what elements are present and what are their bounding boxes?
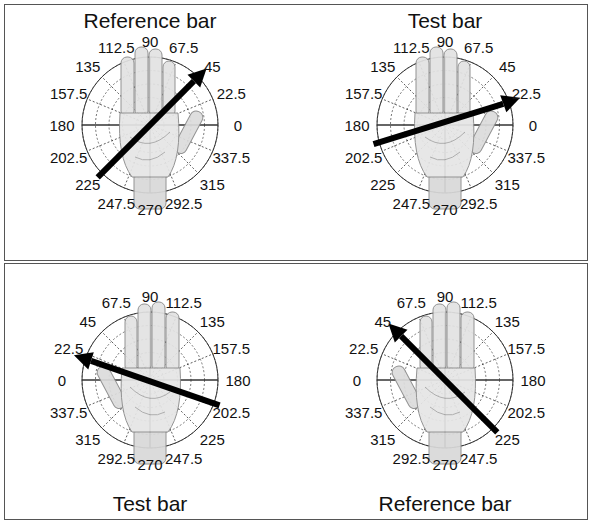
angle-label: 225 bbox=[495, 432, 520, 447]
angle-label: 247.5 bbox=[460, 450, 498, 465]
angle-label: 67.5 bbox=[464, 40, 493, 55]
angle-label: 135 bbox=[495, 313, 520, 328]
orientation-bar bbox=[374, 95, 521, 144]
angle-label: 22.5 bbox=[217, 85, 246, 100]
angle-label: 0 bbox=[58, 373, 66, 388]
angle-label: 292.5 bbox=[460, 195, 498, 210]
angle-label: 22.5 bbox=[512, 85, 541, 100]
angle-label: 112.5 bbox=[393, 40, 429, 55]
panel-frame bbox=[5, 264, 588, 520]
angle-label: 90 bbox=[437, 289, 454, 304]
angle-label: 67.5 bbox=[397, 295, 426, 310]
angle-label: 180 bbox=[520, 373, 545, 388]
angle-label: 90 bbox=[142, 34, 159, 49]
angle-label: 0 bbox=[529, 118, 537, 133]
angle-label: 202.5 bbox=[50, 150, 88, 165]
panel-frame bbox=[5, 5, 588, 261]
hand-illustration bbox=[390, 302, 475, 464]
angle-label: 247.5 bbox=[165, 450, 203, 465]
angle-label: 202.5 bbox=[508, 405, 546, 420]
angle-label: 90 bbox=[437, 34, 454, 49]
angle-label: 202.5 bbox=[345, 150, 383, 165]
angle-label: 180 bbox=[49, 118, 74, 133]
angle-label: 45 bbox=[204, 58, 221, 73]
angle-label: 135 bbox=[200, 313, 225, 328]
angle-label: 67.5 bbox=[169, 40, 198, 55]
hand-illustration bbox=[120, 47, 205, 209]
angle-label: 112.5 bbox=[98, 40, 134, 55]
angle-label: 22.5 bbox=[349, 340, 378, 355]
angle-label: 45 bbox=[79, 313, 96, 328]
angle-label: 292.5 bbox=[98, 450, 136, 465]
angle-label: 270 bbox=[432, 202, 457, 217]
orientation-bar bbox=[388, 323, 497, 432]
angle-label: 157.5 bbox=[508, 340, 546, 355]
angle-label: 135 bbox=[370, 58, 395, 73]
angle-label: 315 bbox=[75, 432, 100, 447]
angle-label: 270 bbox=[137, 457, 162, 472]
angle-label: 225 bbox=[75, 177, 100, 192]
panel-title: Test bar bbox=[113, 493, 188, 514]
angle-label: 180 bbox=[344, 118, 369, 133]
angle-label: 315 bbox=[495, 177, 520, 192]
angle-label: 225 bbox=[370, 177, 395, 192]
angle-label: 157.5 bbox=[345, 85, 383, 100]
orientation-bar bbox=[74, 352, 220, 405]
angle-label: 67.5 bbox=[102, 295, 131, 310]
angle-label: 90 bbox=[142, 289, 159, 304]
angle-label: 157.5 bbox=[213, 340, 251, 355]
angle-label: 0 bbox=[234, 118, 242, 133]
angle-label: 292.5 bbox=[165, 195, 203, 210]
orientation-bar bbox=[98, 68, 207, 177]
angle-label: 337.5 bbox=[345, 405, 383, 420]
hand-illustration bbox=[95, 302, 180, 464]
angle-label: 337.5 bbox=[50, 405, 88, 420]
angle-label: 202.5 bbox=[213, 405, 251, 420]
angle-label: 270 bbox=[432, 457, 457, 472]
angle-label: 247.5 bbox=[393, 195, 431, 210]
angle-label: 45 bbox=[499, 58, 516, 73]
angle-label: 337.5 bbox=[508, 150, 546, 165]
angle-label: 157.5 bbox=[50, 85, 88, 100]
panel-title: Test bar bbox=[408, 10, 483, 31]
angle-label: 270 bbox=[137, 202, 162, 217]
angle-label: 337.5 bbox=[213, 150, 251, 165]
angle-label: 0 bbox=[353, 373, 361, 388]
angle-label: 45 bbox=[374, 313, 391, 328]
angle-label: 22.5 bbox=[54, 340, 83, 355]
angle-label: 180 bbox=[225, 373, 250, 388]
panel-title: Reference bar bbox=[83, 10, 216, 31]
angle-label: 112.5 bbox=[460, 295, 496, 310]
panel-title: Reference bar bbox=[378, 493, 511, 514]
angle-label: 112.5 bbox=[165, 295, 201, 310]
angle-label: 225 bbox=[200, 432, 225, 447]
angle-label: 247.5 bbox=[98, 195, 136, 210]
angle-label: 315 bbox=[370, 432, 395, 447]
angle-label: 292.5 bbox=[393, 450, 431, 465]
angle-label: 135 bbox=[75, 58, 100, 73]
angle-label: 315 bbox=[200, 177, 225, 192]
